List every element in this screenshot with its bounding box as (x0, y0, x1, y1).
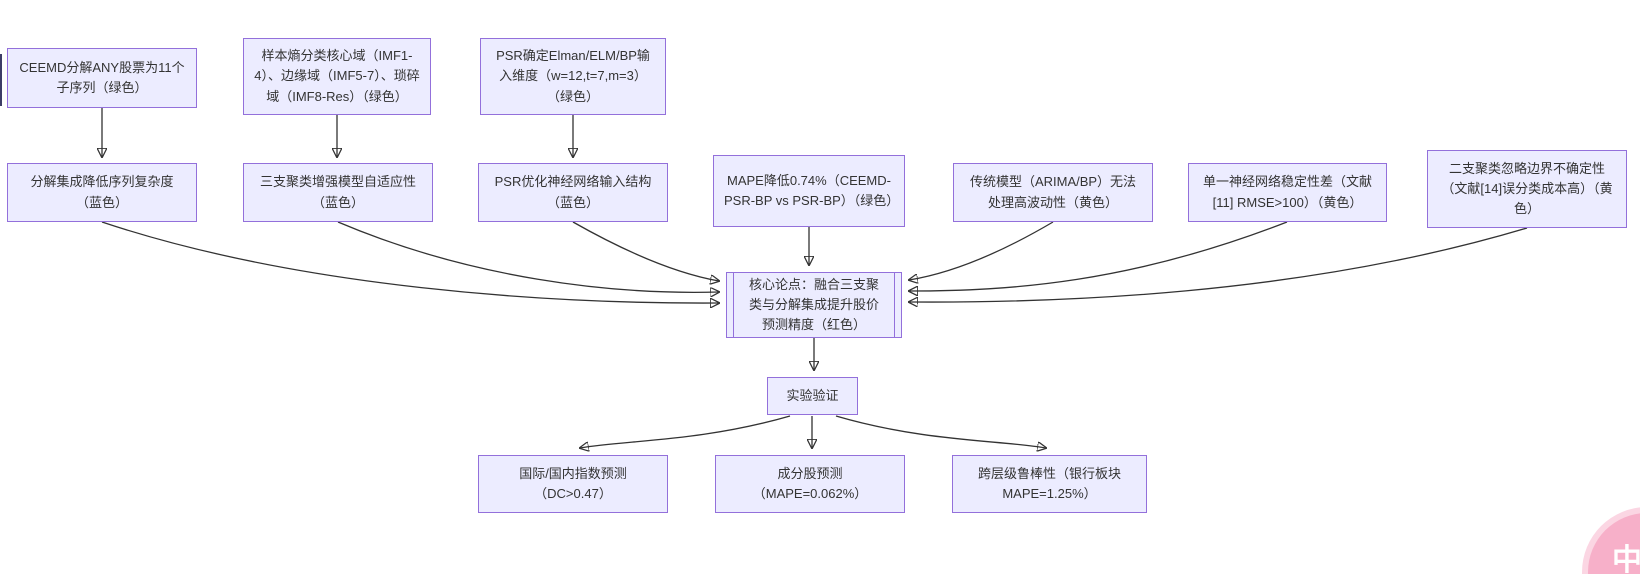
node-label: 样本熵分类核心域（IMF1-4）、边缘域（IMF5-7）、琐碎域（IMF8-Re… (254, 48, 420, 104)
edge-threeway-to-core (337, 221, 719, 292)
node-label: PSR优化神经网络输入结构（蓝色） (494, 174, 652, 210)
node-two-way-boundary-limit: 二支聚类忽略边界不确定性（文献[14]误分类成本高）（黄色） (1427, 150, 1627, 228)
node-label: 实验验证 (786, 387, 839, 403)
node-psr-optimize-structure: PSR优化神经网络输入结构（蓝色） (478, 163, 668, 222)
edge-singlenn-to-core (909, 221, 1288, 291)
node-traditional-model-limit: 传统模型（ARIMA/BP）无法处理高波动性（黄色） (953, 163, 1153, 222)
node-label: 核心论点：融合三支聚类与分解集成提升股价预测精度（红色） (748, 276, 879, 333)
node-mape-reduction: MAPE降低0.74%（CEEMD-PSR-BP vs PSR-BP）（绿色） (713, 155, 905, 227)
translate-icon: 中A (1612, 544, 1640, 574)
node-label: PSR确定Elman/ELM/BP输入维度（w=12,t=7,m=3）（绿色） (496, 48, 650, 104)
translate-float-button[interactable]: 中A (1588, 513, 1640, 574)
edge-twoway-to-core (909, 227, 1528, 302)
node-label: 成分股预测（MAPE=0.062%） (752, 465, 868, 501)
node-label: 分解集成降低序列复杂度（蓝色） (30, 174, 174, 210)
clipped-left-edge-artifact (0, 54, 2, 106)
node-core-thesis: 核心论点：融合三支聚类与分解集成提升股价预测精度（红色） (726, 272, 902, 338)
node-label: 单一神经网络稳定性差（文献[11] RMSE>100）（黄色） (1202, 174, 1372, 210)
node-constituent-prediction: 成分股预测（MAPE=0.062%） (715, 455, 905, 513)
node-label: 二支聚类忽略边界不确定性（文献[14]误分类成本高）（黄色） (1441, 160, 1613, 217)
node-sample-entropy-classify: 样本熵分类核心域（IMF1-4）、边缘域（IMF5-7）、琐碎域（IMF8-Re… (243, 38, 431, 115)
node-decompose-reduce-complexity: 分解集成降低序列复杂度（蓝色） (7, 163, 197, 222)
edge-validation-to-robust (835, 415, 1046, 448)
node-label: CEEMD分解ANY股票为11个子序列（绿色） (19, 59, 185, 95)
node-experimental-validation: 实验验证 (767, 377, 858, 415)
node-cross-level-robustness: 跨层级鲁棒性（银行板块 MAPE=1.25%） (952, 455, 1147, 513)
node-label: 三支聚类增强模型自适应性（蓝色） (259, 174, 416, 210)
node-label: 传统模型（ARIMA/BP）无法处理高波动性（黄色） (969, 174, 1137, 210)
node-three-way-adaptivity: 三支聚类增强模型自适应性（蓝色） (243, 163, 433, 222)
edge-validation-to-index (580, 415, 791, 448)
edge-psropt-to-core (572, 221, 719, 281)
node-single-nn-instability: 单一神经网络稳定性差（文献[11] RMSE>100）（黄色） (1188, 163, 1387, 222)
node-index-prediction: 国际/国内指数预测（DC>0.47） (478, 455, 668, 513)
node-psr-input-dimension: PSR确定Elman/ELM/BP输入维度（w=12,t=7,m=3）（绿色） (480, 38, 666, 115)
edge-trad-to-core (909, 221, 1054, 280)
node-label: 跨层级鲁棒性（银行板块 MAPE=1.25%） (977, 465, 1121, 501)
edge-reduce-to-core (101, 221, 719, 303)
node-ceemd-decompose: CEEMD分解ANY股票为11个子序列（绿色） (7, 48, 197, 108)
node-label: 国际/国内指数预测（DC>0.47） (519, 465, 627, 501)
node-label: MAPE降低0.74%（CEEMD-PSR-BP vs PSR-BP）（绿色） (724, 172, 900, 208)
